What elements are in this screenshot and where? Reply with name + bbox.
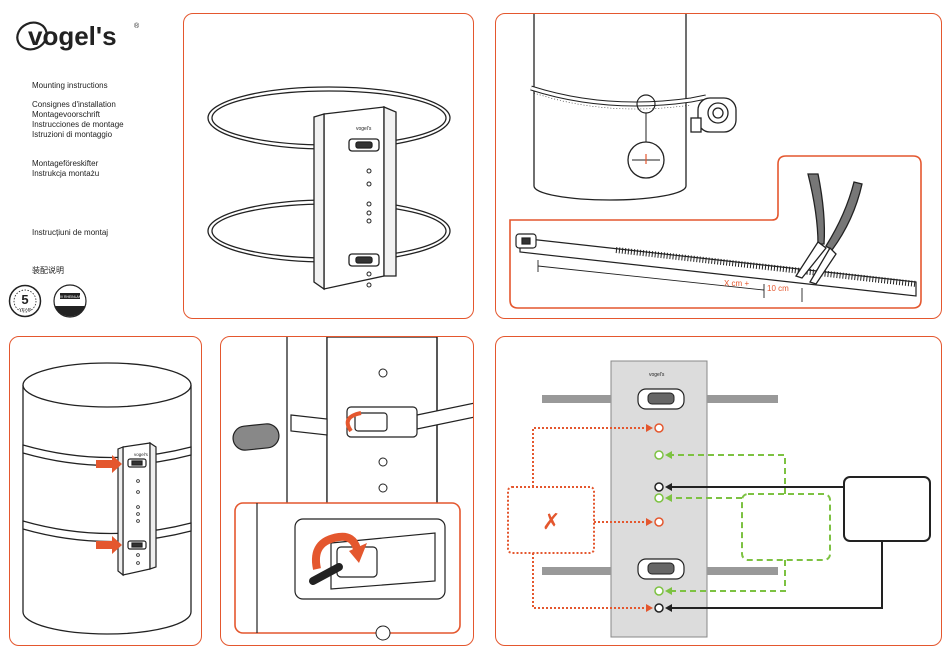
tape-measure-icon — [691, 98, 736, 132]
lang-fr: Consignes d'installation — [32, 100, 116, 110]
lang-de: Montagevoorschrift — [32, 110, 100, 120]
x-symbol: ✗ — [542, 510, 560, 535]
panel-cylinder-bracket: vogel's — [9, 336, 202, 646]
svg-text:TÜV RHEINLAND: TÜV RHEINLAND — [56, 295, 84, 299]
panel-tighten-screw — [220, 336, 474, 646]
svg-text:5: 5 — [21, 292, 28, 307]
svg-text:YEAR: YEAR — [19, 307, 32, 312]
warranty-badge: 5 YEAR — [8, 284, 42, 318]
lang-it: Istruzioni di montaggio — [32, 130, 112, 140]
tuv-badge: TÜV RHEINLAND — [52, 284, 88, 318]
panel-bracket-straps: vogel's — [183, 13, 474, 319]
lang-ro: Instrucțiuni de montaj — [32, 228, 108, 238]
lang-sv: Montageföreskifter — [32, 159, 98, 169]
bracket-plate — [314, 107, 396, 289]
registered-mark: ® — [134, 22, 140, 30]
lang-en: Mounting instructions — [32, 81, 108, 91]
plate-logo-diagram: vogel's — [649, 372, 665, 378]
lang-pl: Instrukcja montażu — [32, 169, 99, 179]
lang-zh: 装配说明 — [32, 266, 64, 276]
lang-es: Instrucciones de montage — [32, 120, 124, 130]
plate-logo-small: vogel's — [134, 452, 149, 457]
logo-text: vogel's — [28, 21, 117, 51]
extra-cm-label: 10 cm — [767, 284, 789, 293]
panel-measure-cut: X cm + 10 cm — [495, 13, 942, 319]
plate-logo: vogel's — [356, 126, 372, 132]
vogels-logo: vogel's ® — [10, 14, 140, 58]
x-cm-label: X cm + — [724, 279, 749, 288]
panel-hole-diagram: vogel's ✗ — [495, 336, 942, 646]
